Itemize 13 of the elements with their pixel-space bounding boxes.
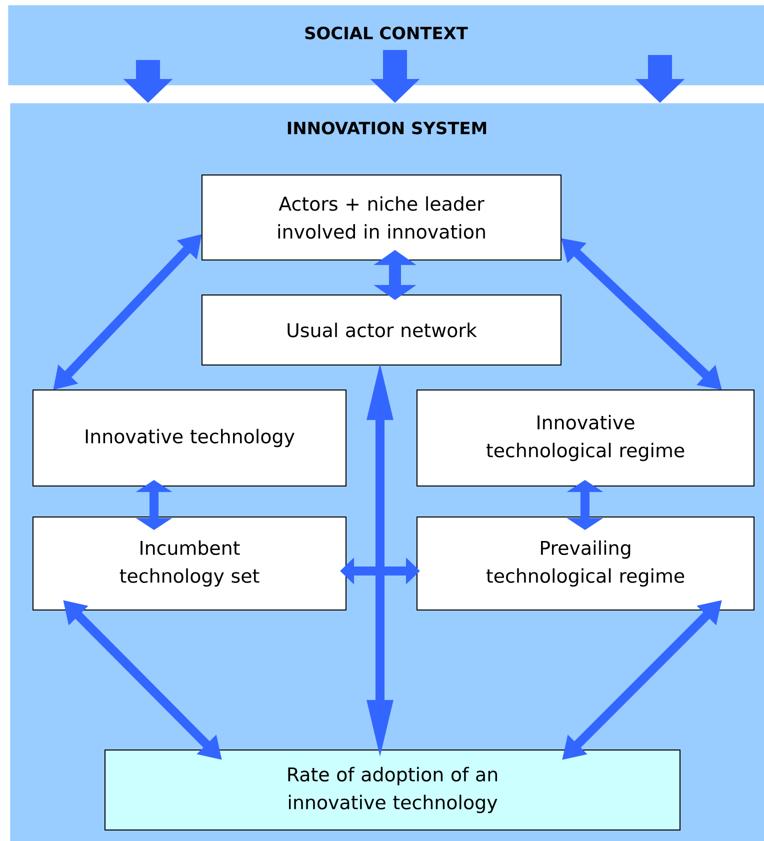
process-box: Prevailing technological regime <box>416 516 754 610</box>
heading: SOCIAL CONTEXT <box>305 26 468 40</box>
process-box: Incumbent technology set <box>32 516 346 610</box>
process-box: Usual actor network <box>202 294 562 366</box>
result-box: Rate of adoption of an innovative technology <box>104 750 680 830</box>
context-band <box>8 5 764 86</box>
process-box: Innovative technological regime <box>416 390 754 486</box>
arrow <box>374 250 416 300</box>
arrow <box>136 480 172 530</box>
process-box: Innovative technology <box>32 390 346 486</box>
arrow <box>566 480 604 530</box>
heading: INNOVATION SYSTEM <box>288 122 486 134</box>
process-box: Actors + niche leader involved in innovation <box>202 174 562 260</box>
